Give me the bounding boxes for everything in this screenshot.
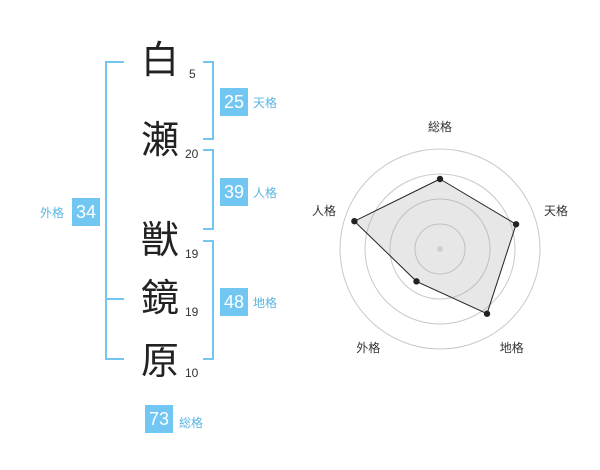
name-char-5: 原 xyxy=(140,339,179,383)
radar-series-area xyxy=(353,178,517,315)
name-char-3: 獣 xyxy=(140,218,179,262)
chikaku-bracket-top xyxy=(203,240,214,242)
radar-point-2 xyxy=(512,221,520,228)
jinkaku-label: 人格 xyxy=(253,186,278,200)
chikaku-label: 地格 xyxy=(253,296,278,310)
radar-point-5 xyxy=(351,217,358,225)
radar-axis-label-2: 天格 xyxy=(544,204,569,219)
gaikaku-bracket-top xyxy=(105,61,124,63)
jinkaku-bracket xyxy=(212,149,214,229)
chikaku-bracket-bottom xyxy=(203,358,214,360)
tenkaku-label: 天格 xyxy=(253,96,278,110)
gaikaku-value: 34 xyxy=(72,198,100,226)
chikaku-bracket xyxy=(212,240,214,360)
gaikaku-bracket-mid xyxy=(105,298,124,300)
name-char-4: 鏡 xyxy=(140,276,179,320)
name-char-1: 白 xyxy=(140,38,179,82)
tenkaku-bracket xyxy=(212,61,214,139)
stroke-count-3: 19 xyxy=(185,247,199,261)
gaikaku-bracket xyxy=(105,61,107,359)
radar-axis-label-1: 総格 xyxy=(428,120,453,134)
tenkaku-bracket-top xyxy=(203,61,214,63)
radar-point-3 xyxy=(483,310,491,317)
name-char-2: 瀬 xyxy=(140,118,179,162)
tenkaku-bracket-bottom xyxy=(203,138,214,140)
radar-axis-label-4: 外格 xyxy=(356,340,381,355)
stroke-count-5: 10 xyxy=(185,366,199,380)
radar-axis-label-5: 人格 xyxy=(311,204,336,219)
radar-center-dot xyxy=(437,246,443,252)
jinkaku-value: 39 xyxy=(220,178,248,206)
stroke-count-4: 19 xyxy=(185,305,199,319)
chikaku-value: 48 xyxy=(220,288,248,316)
soukaku-label: 総格 xyxy=(179,416,204,430)
soukaku-value: 73 xyxy=(145,405,173,433)
jinkaku-bracket-top xyxy=(203,149,214,151)
gaikaku-bracket-bottom xyxy=(105,358,124,360)
jinkaku-bracket-bottom xyxy=(203,228,214,230)
radar-point-1 xyxy=(436,175,444,183)
gaikaku-label: 外格 xyxy=(40,206,65,220)
stroke-count-1: 5 xyxy=(189,67,196,81)
stroke-count-2: 20 xyxy=(185,147,199,161)
tenkaku-value: 25 xyxy=(220,88,248,116)
radar-axis-label-3: 地格 xyxy=(499,340,524,355)
radar-point-4 xyxy=(413,278,420,285)
